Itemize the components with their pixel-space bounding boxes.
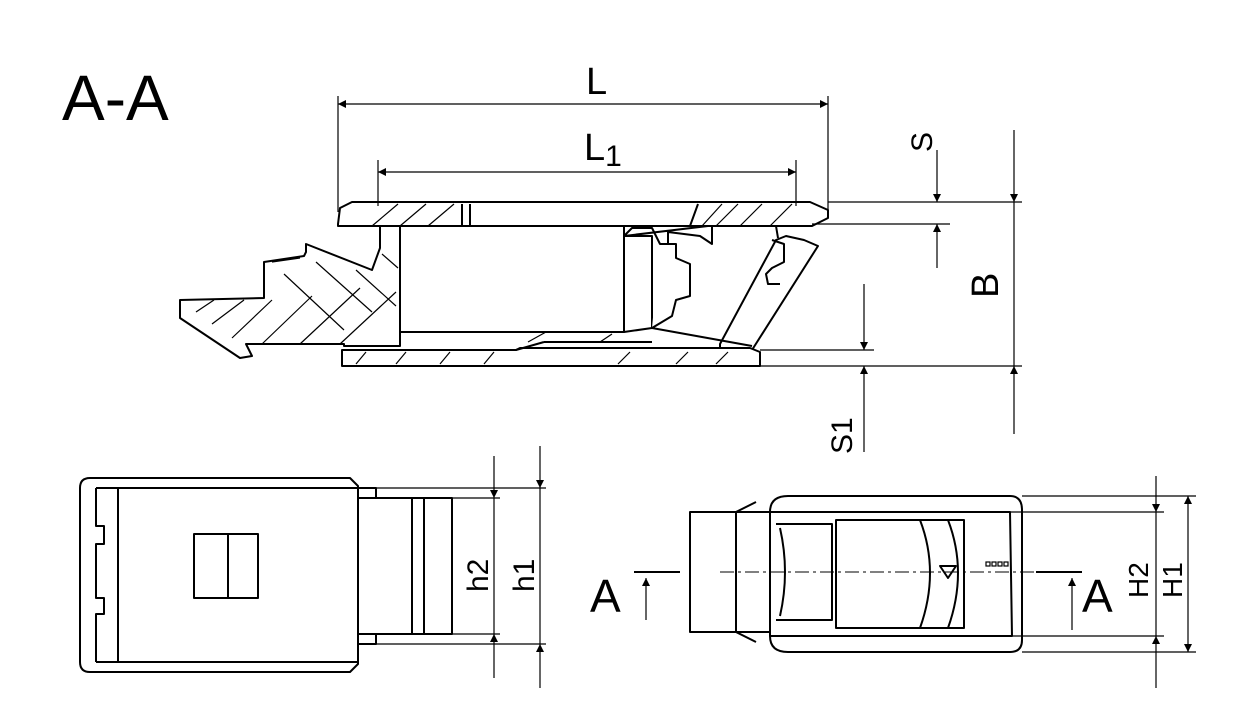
housing-hatching xyxy=(195,253,399,345)
dim-H2: H2 xyxy=(1123,562,1154,598)
bottom-left-view xyxy=(79,446,546,688)
dots xyxy=(985,561,1009,567)
inner-cavity xyxy=(399,225,625,333)
dim-h1: h1 xyxy=(508,559,541,592)
dim-H1: H1 xyxy=(1157,562,1188,598)
bottom-plate xyxy=(341,347,761,367)
dim-L: L xyxy=(586,61,607,103)
section-marker-left: A xyxy=(590,570,621,622)
dim-L1: L1 xyxy=(584,127,622,173)
left-window xyxy=(193,533,259,599)
section-view xyxy=(179,201,829,367)
dim-L1-sub: 1 xyxy=(605,140,622,173)
bottom-hatching xyxy=(355,331,729,365)
latch xyxy=(719,235,819,351)
dimension-lines-section xyxy=(337,96,1022,452)
dim-S: S xyxy=(906,132,939,152)
dim-L1-base: L xyxy=(584,127,605,169)
section-title: A-A xyxy=(62,62,169,134)
cap-plate xyxy=(337,201,829,227)
housing-body xyxy=(179,225,401,359)
dim-S1: S1 xyxy=(826,417,859,454)
dim-B: B xyxy=(965,273,1007,298)
left-slider xyxy=(357,497,453,635)
cap-hatching xyxy=(371,203,793,227)
dim-h2: h2 xyxy=(462,559,495,592)
section-marker-right: A xyxy=(1082,570,1113,622)
bottom-right-view xyxy=(634,476,1196,688)
